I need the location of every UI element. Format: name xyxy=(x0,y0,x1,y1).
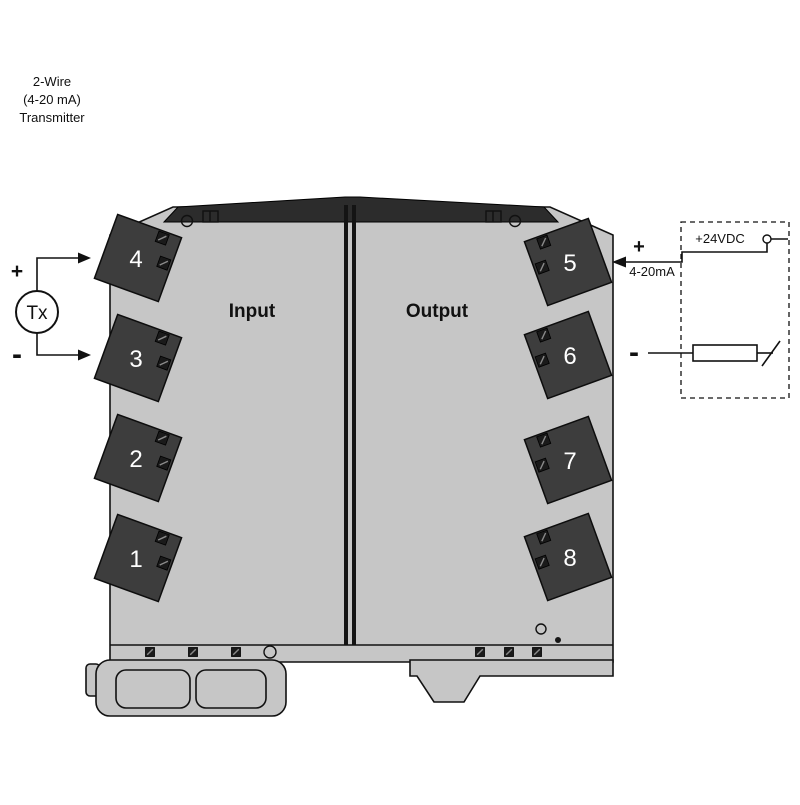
terminal-8: 8 xyxy=(523,512,613,602)
terminal-1-number: 1 xyxy=(129,546,142,573)
terminal-4-number: 4 xyxy=(129,246,142,273)
screw-icon xyxy=(534,554,550,570)
terminal-6: 6 xyxy=(523,310,613,400)
screw-icon xyxy=(536,432,552,448)
screw-icon xyxy=(536,234,552,250)
load-resistor xyxy=(692,344,758,362)
top-cap xyxy=(162,196,560,223)
bottom-mount xyxy=(85,659,614,717)
screw-icon xyxy=(156,355,172,371)
screw-icon xyxy=(156,555,172,571)
tx-label: Tx xyxy=(26,303,48,324)
input-label: Input xyxy=(229,301,276,322)
caption-line3: Transmitter xyxy=(19,110,85,125)
screw-icon xyxy=(156,255,172,271)
screw-icon xyxy=(154,530,170,546)
screw-icon xyxy=(231,647,241,657)
load-adjust-slash xyxy=(761,340,781,367)
tx-minus-arrowhead xyxy=(78,349,91,361)
tx-plus-wire xyxy=(36,257,78,291)
terminal-1: 1 xyxy=(93,513,183,603)
screw-icon xyxy=(154,330,170,346)
screw-icon xyxy=(532,647,542,657)
terminal-6-number: 6 xyxy=(563,343,576,370)
body-hole xyxy=(535,623,547,635)
return-minus-sign: - xyxy=(629,336,639,369)
screw-icon xyxy=(534,457,550,473)
foot-slot-right xyxy=(195,669,267,709)
strip-hole xyxy=(263,645,277,659)
terminal-2: 2 xyxy=(93,413,183,503)
top-screw-hole-left xyxy=(180,214,194,228)
load-circuit-boundary xyxy=(680,221,790,399)
output-label: Output xyxy=(406,301,469,322)
signal-plus-sign: + xyxy=(633,236,645,258)
tx-plus-sign: + xyxy=(11,260,23,283)
terminal-8-number: 8 xyxy=(563,545,576,572)
center-divider-left-line xyxy=(344,205,348,645)
screw-icon xyxy=(154,430,170,446)
terminal-7: 7 xyxy=(523,415,613,505)
terminal-2-number: 2 xyxy=(129,446,142,473)
tx-minus-sign: - xyxy=(12,338,22,371)
screw-icon xyxy=(156,455,172,471)
caption-line1: 2-Wire xyxy=(33,74,71,89)
terminal-5-number: 5 xyxy=(563,250,576,277)
screw-icon xyxy=(534,352,550,368)
signal-range-label: 4-20mA xyxy=(629,264,675,279)
top-screw-hole-right xyxy=(508,214,522,228)
terminal-3: 3 xyxy=(93,313,183,403)
transmitter-circuit: + Tx - xyxy=(11,252,91,371)
foot-slot-left xyxy=(115,669,191,709)
load-circuit: +24VDC + 4-20mA - xyxy=(612,221,790,399)
signal-wire xyxy=(626,243,768,263)
caption-line2: (4-20 mA) xyxy=(23,92,81,107)
terminal-3-number: 3 xyxy=(129,346,142,373)
terminal-5: 5 xyxy=(523,217,613,307)
transmitter-caption: 2-Wire (4-20 mA) Transmitter xyxy=(19,74,85,125)
top-clip-details xyxy=(180,210,522,228)
terminal-4: 4 xyxy=(93,213,183,303)
screw-icon xyxy=(475,647,485,657)
screw-icon xyxy=(145,647,155,657)
screw-icon xyxy=(536,529,552,545)
screw-icon xyxy=(154,230,170,246)
body-dot xyxy=(555,637,561,643)
screw-icon xyxy=(188,647,198,657)
screw-icon xyxy=(504,647,514,657)
bottom-strip-screws xyxy=(145,623,561,659)
screw-icon xyxy=(534,259,550,275)
screw-icon xyxy=(536,327,552,343)
supply-label: +24VDC xyxy=(695,231,745,246)
din-clip xyxy=(409,659,614,703)
terminal-7-number: 7 xyxy=(563,448,576,475)
signal-arrowhead xyxy=(612,256,626,268)
tx-plus-arrowhead xyxy=(78,252,91,264)
supply-terminal-circle xyxy=(762,234,772,244)
tx-minus-wire xyxy=(36,333,78,356)
center-divider-right-line xyxy=(352,205,356,645)
